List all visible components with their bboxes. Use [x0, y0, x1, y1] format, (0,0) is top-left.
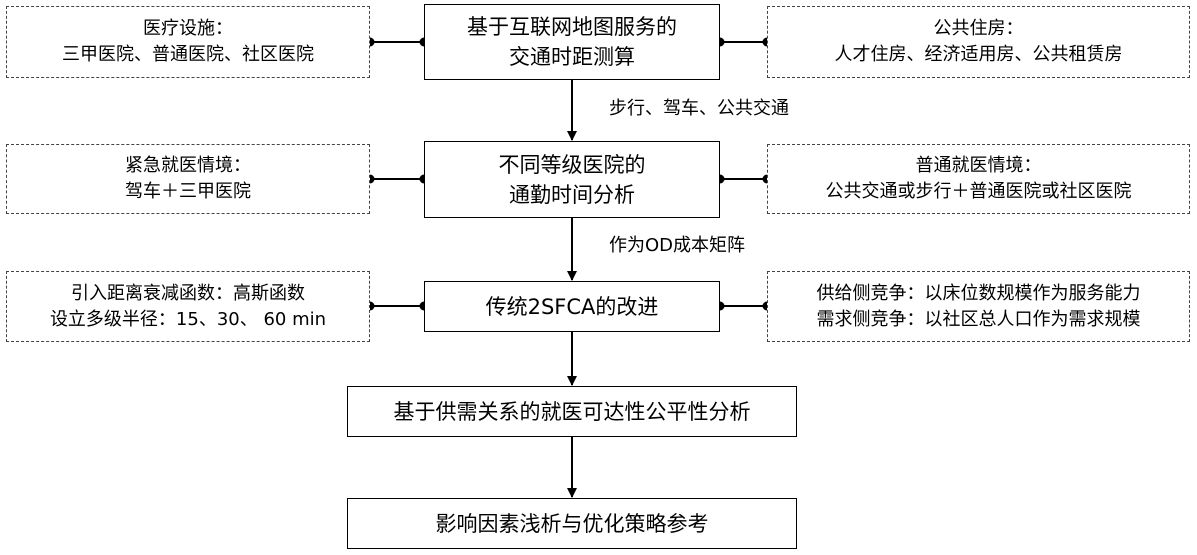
note-right-3-line-2: 需求侧竞争：以社区总人口作为需求规模: [816, 308, 1141, 330]
step-4-line-1: 基于供需关系的就医可达性公平性分析: [393, 399, 751, 424]
step-2-line-1: 不同等级医院的: [498, 152, 646, 177]
note-right-2-line-2: 公共交通或步行＋普通医院或社区医院: [825, 181, 1132, 202]
step-1-line-1: 基于互联网地图服务的: [467, 15, 677, 39]
note-right-1-line-2: 人才住房、经济适用房、公共租赁房: [834, 44, 1123, 65]
note-emergency-scenario: 紧急就医情境： 驾车＋三甲医院: [6, 144, 370, 214]
note-regular-scenario: 普通就医情境： 公共交通或步行＋普通医院或社区医院: [767, 144, 1190, 214]
step-factor-analysis-strategy: 影响因素浅析与优化策略参考: [347, 498, 797, 549]
note-distance-decay: 引入距离衰减函数：高斯函数 设立多级半径：15、30、 60 min: [6, 271, 370, 342]
note-medical-facilities: 医疗设施： 三甲医院、普通医院、社区医院: [6, 6, 370, 78]
edge-label-travel-modes: 步行、驾车、公共交通: [609, 98, 789, 119]
note-public-housing: 公共住房： 人才住房、经济适用房、公共租赁房: [767, 6, 1190, 78]
step-accessibility-equity-analysis: 基于供需关系的就医可达性公平性分析: [347, 386, 797, 437]
step-5-line-1: 影响因素浅析与优化策略参考: [435, 511, 709, 536]
step-traffic-time-measure: 基于互联网地图服务的 交通时距测算: [424, 4, 720, 80]
note-left-2-line-1: 紧急就医情境：: [125, 155, 251, 176]
note-right-3-line-1: 供给侧竞争：以床位数规模作为服务能力: [816, 282, 1141, 304]
step-commute-time-analysis: 不同等级医院的 通勤时间分析: [424, 141, 720, 218]
note-supply-demand-competition: 供给侧竞争：以床位数规模作为服务能力 需求侧竞争：以社区总人口作为需求规模: [767, 271, 1190, 342]
note-left-1-line-1: 医疗设施：: [143, 18, 233, 39]
note-right-1-line-1: 公共住房：: [933, 18, 1024, 39]
note-left-2-line-2: 驾车＋三甲医院: [125, 181, 251, 202]
step-2-line-2: 通勤时间分析: [509, 182, 635, 207]
step-3-line-1: 传统2SFCA的改进: [485, 294, 659, 319]
note-left-3-line-1: 引入距离衰减函数：高斯函数: [71, 282, 305, 304]
step-1-line-2: 交通时距测算: [509, 45, 635, 69]
note-right-2-line-1: 普通就医情境：: [915, 155, 1042, 176]
note-left-3-line-2: 设立多级半径：15、30、 60 min: [49, 308, 327, 330]
step-2sfca-improvement: 传统2SFCA的改进: [424, 281, 720, 332]
edge-label-od-matrix: 作为OD成本矩阵: [609, 235, 746, 256]
note-left-1-line-2: 三甲医院、普通医院、社区医院: [62, 44, 314, 65]
